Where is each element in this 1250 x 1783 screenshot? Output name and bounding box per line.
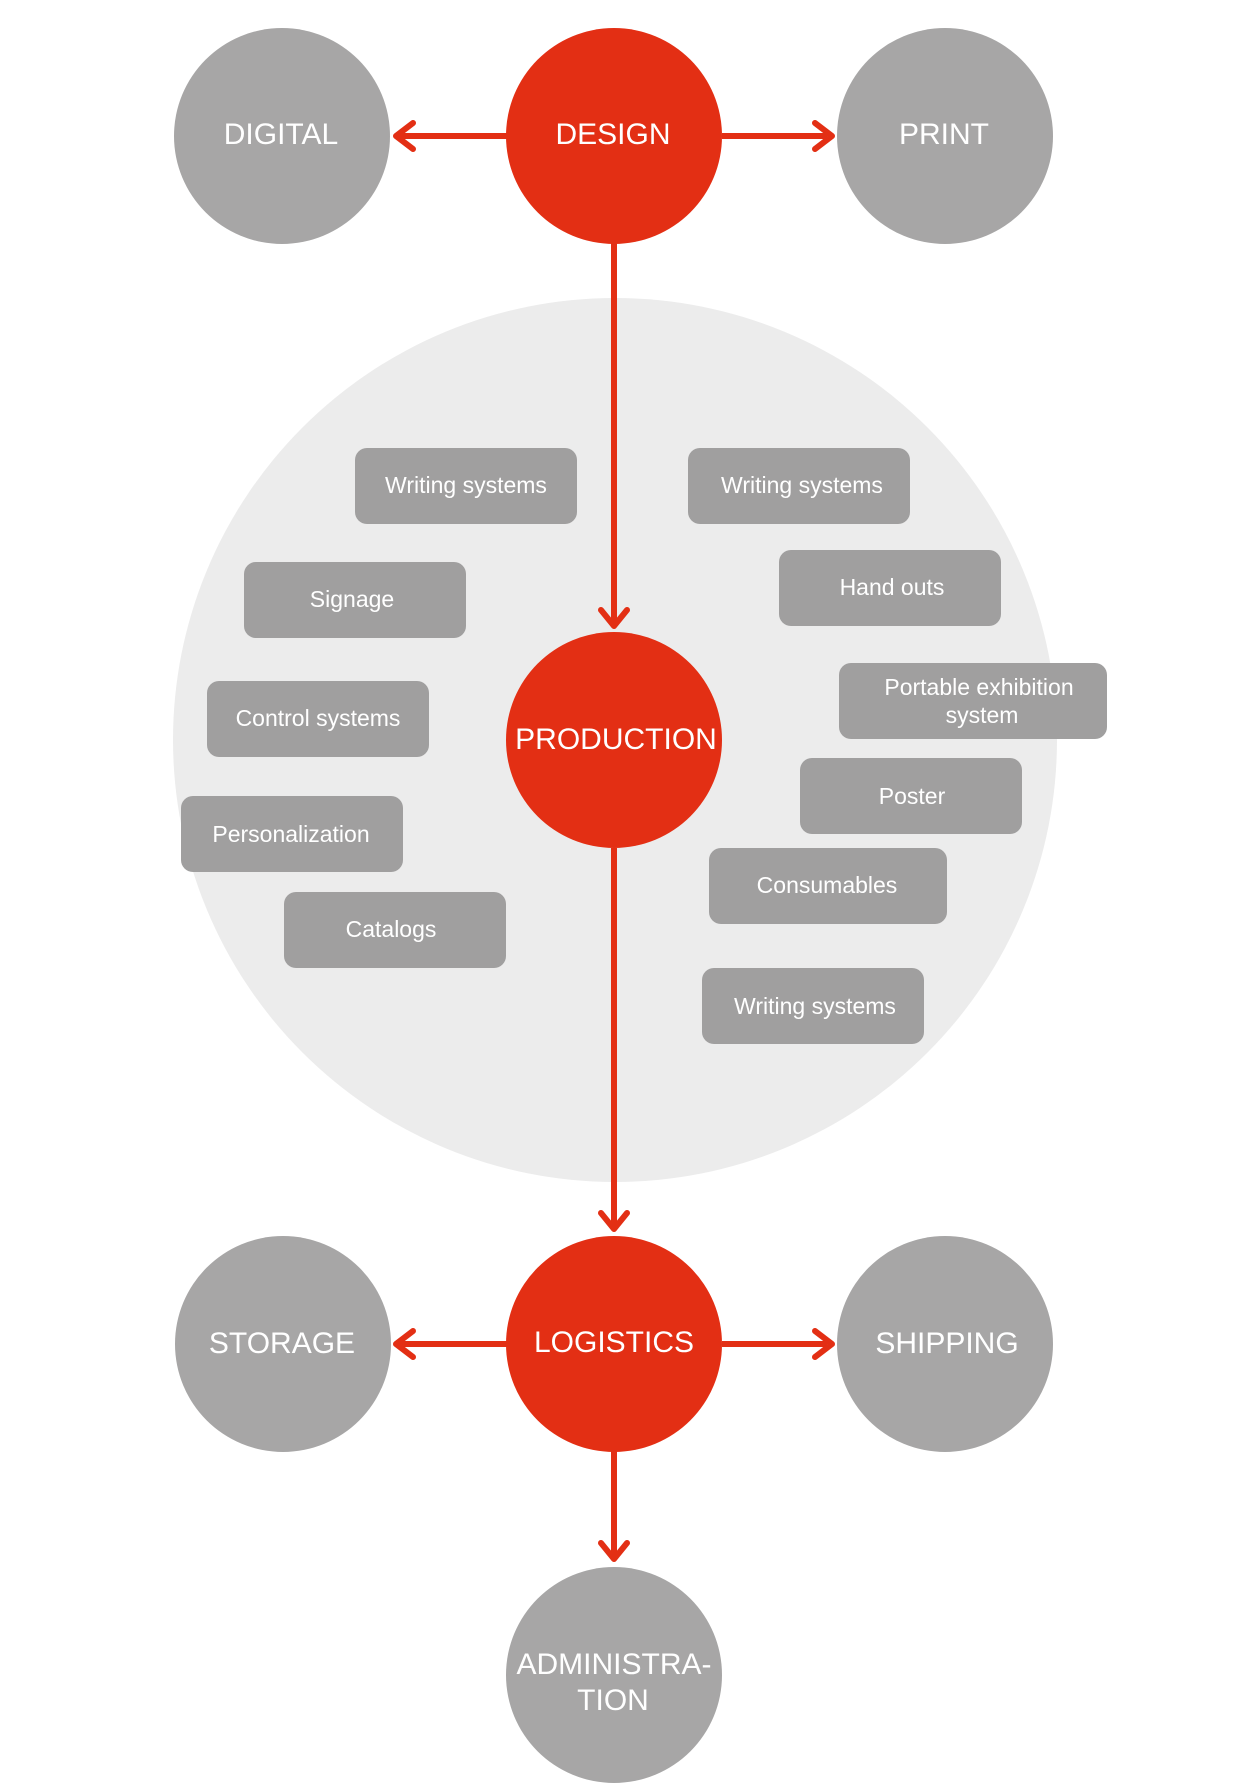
production-item: Portable exhibition system	[839, 663, 1107, 739]
node-production: PRODUCTION	[506, 632, 722, 848]
arrow-right-icon	[812, 120, 835, 152]
node-logistics: LOGISTICS	[506, 1236, 722, 1452]
node-label: LOGISTICS	[534, 1326, 694, 1359]
node-administration: ADMINISTRA- TION	[506, 1567, 722, 1783]
arrowheads	[393, 120, 835, 1562]
arrow-down-icon	[598, 1540, 630, 1562]
production-item: Hand outs	[779, 550, 1001, 626]
production-item-label: Hand outs	[840, 574, 945, 600]
production-item-label: Consumables	[757, 872, 898, 898]
production-item-label: Personalization	[212, 821, 369, 847]
node-label: DIGITAL	[224, 118, 338, 151]
production-item: Signage	[244, 562, 466, 638]
arrow-down-icon	[598, 1210, 630, 1232]
production-item-label: Writing systems	[734, 993, 896, 1019]
production-item: Catalogs	[284, 892, 506, 968]
node-label: PRODUCTION	[515, 723, 717, 756]
node-label: PRINT	[899, 118, 989, 151]
arrow-down-icon	[598, 607, 630, 629]
node-design: DESIGN	[506, 28, 722, 244]
connectors	[400, 133, 827, 1555]
production-item-label: Writing systems	[385, 472, 547, 498]
production-item-label: Poster	[879, 783, 946, 809]
arrow-left-icon	[393, 1328, 416, 1360]
node-digital: DIGITAL	[174, 28, 390, 244]
node-label: DESIGN	[555, 118, 670, 151]
production-item-label: Portable exhibition	[884, 674, 1073, 700]
production-item: Consumables	[709, 848, 947, 924]
production-item-label: Signage	[310, 586, 394, 612]
production-item: Control systems	[207, 681, 429, 757]
node-print: PRINT	[837, 28, 1053, 244]
production-item-label: Writing systems	[721, 472, 883, 498]
production-item: Poster	[800, 758, 1022, 834]
production-item-label: Control systems	[236, 705, 401, 731]
arrow-right-icon	[812, 1328, 835, 1360]
production-item: Writing systems	[702, 968, 924, 1044]
production-item: Writing systems	[688, 448, 910, 524]
production-item: Writing systems	[355, 448, 577, 524]
node-label: SHIPPING	[875, 1327, 1018, 1360]
node-storage: STORAGE	[175, 1236, 391, 1452]
node-label: STORAGE	[209, 1327, 355, 1360]
arrow-left-icon	[393, 120, 416, 152]
node-label: TION	[577, 1684, 649, 1717]
production-item-label: system	[946, 702, 1019, 728]
production-items: Writing systems Signage Control systems …	[181, 448, 1107, 1044]
production-item-label: Catalogs	[346, 916, 437, 942]
production-item: Personalization	[181, 796, 403, 872]
node-shipping: SHIPPING	[837, 1236, 1053, 1452]
node-label: ADMINISTRA-	[517, 1648, 712, 1681]
